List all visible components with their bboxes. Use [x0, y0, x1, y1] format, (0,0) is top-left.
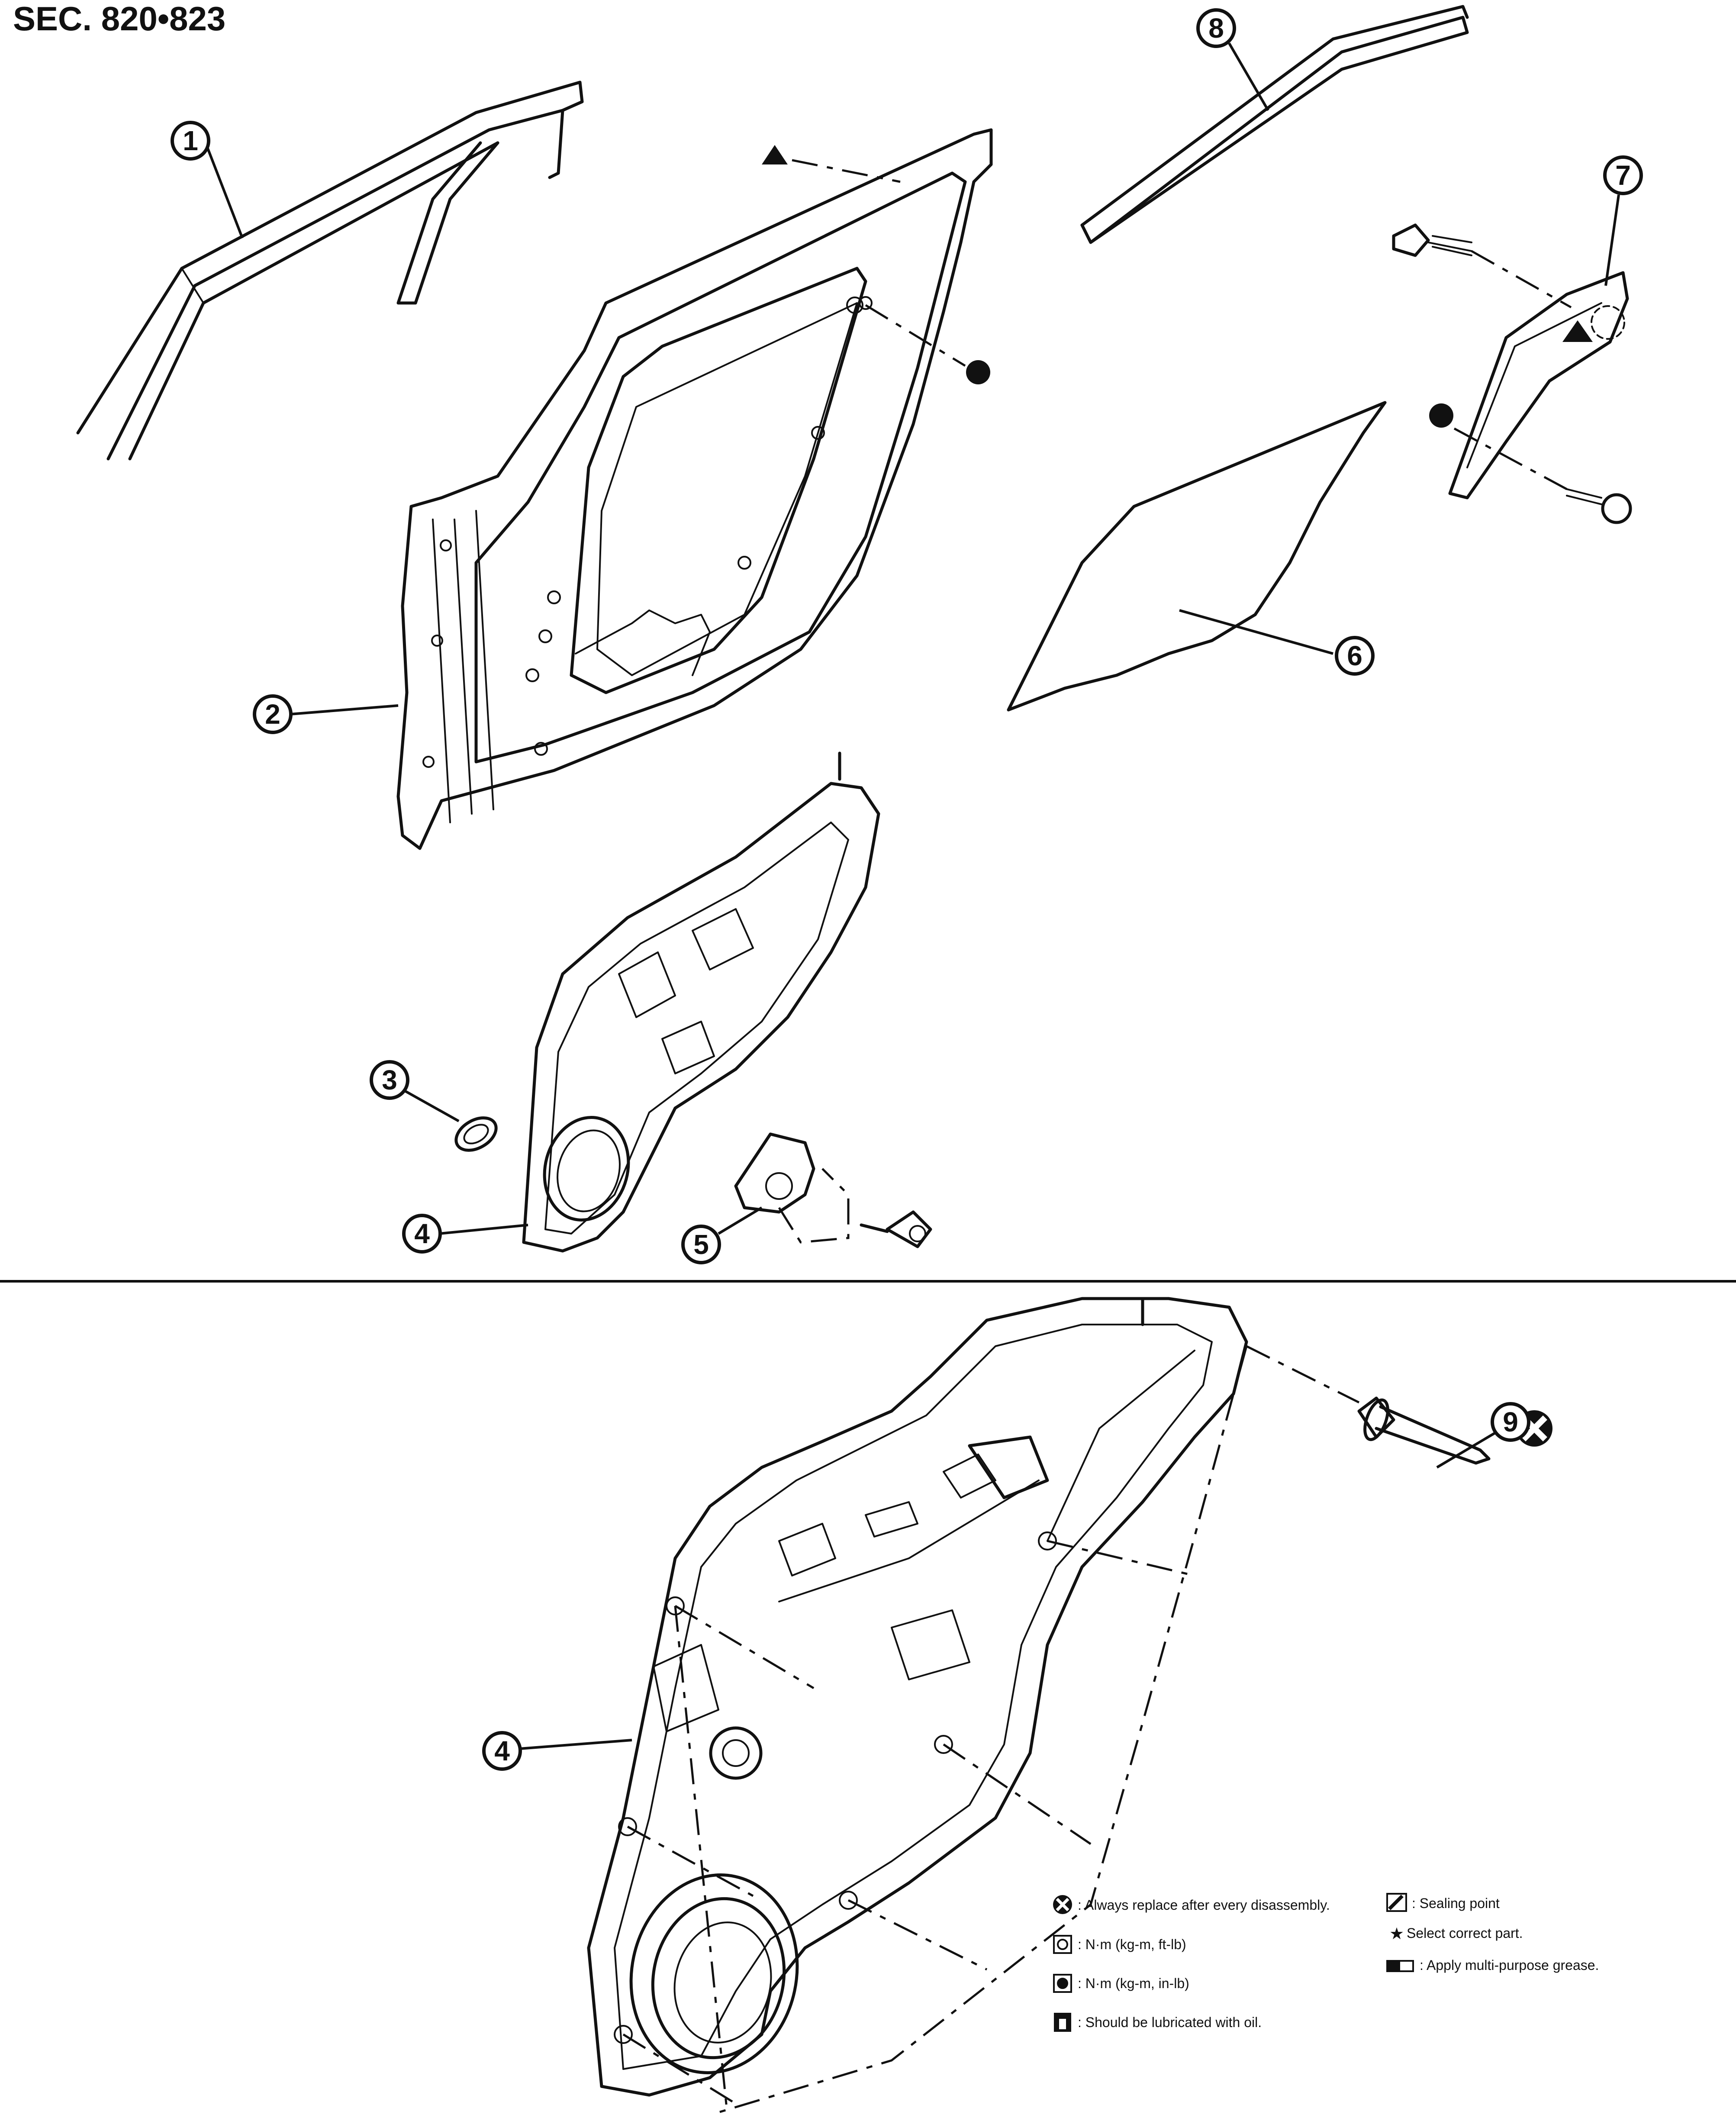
legend-always-replace: : Always replace after every disassembly… — [1078, 1897, 1330, 1913]
legend-lubricate-oil: : Should be lubricated with oil. — [1078, 2015, 1262, 2030]
star-icon: ★ — [1389, 1924, 1404, 1943]
part-2-door-panel — [396, 128, 993, 850]
dot-marker-2 — [1429, 403, 1453, 428]
legend-select-part: Select correct part. — [1407, 1925, 1523, 1941]
callout-8: 8 — [1196, 8, 1269, 111]
legend-torque-ft-lb: : N·m (kg-m, ft-lb) — [1078, 1937, 1186, 1952]
dot-marker-1 — [966, 360, 990, 384]
triangle-marker-1 — [762, 145, 788, 164]
part-9-rivet — [1357, 1396, 1491, 1465]
svg-text:1: 1 — [183, 125, 198, 156]
svg-text:7: 7 — [1615, 160, 1631, 191]
torque-wrench-icon — [1053, 1974, 1072, 1993]
svg-text:9: 9 — [1503, 1406, 1518, 1438]
oil-can-icon — [1054, 2013, 1071, 2032]
legend-torque-in-lb: : N·m (kg-m, in-lb) — [1078, 1976, 1189, 1991]
callout-4-top: 4 — [402, 1214, 528, 1254]
legend-apply-grease: : Apply multi-purpose grease. — [1420, 1957, 1599, 1973]
svg-text:8: 8 — [1208, 13, 1224, 44]
callout-1: 1 — [171, 121, 244, 239]
triangle-marker-2 — [1562, 320, 1593, 342]
callout-7: 7 — [1603, 155, 1643, 286]
svg-text:4: 4 — [494, 1735, 510, 1766]
torque-wrench-icon — [1053, 1935, 1072, 1954]
part-8-outer-molding — [1080, 5, 1469, 244]
svg-text:2: 2 — [265, 699, 280, 730]
projection-lines — [622, 1345, 1360, 2114]
callout-9: 9 — [1436, 1402, 1530, 1469]
callout-4-bottom: 4 — [482, 1731, 632, 1771]
callout-3: 3 — [370, 1060, 460, 1122]
svg-text:3: 3 — [382, 1064, 397, 1096]
section-label: SEC. 820•823 — [13, 0, 225, 38]
svg-text:4: 4 — [414, 1218, 430, 1249]
callout-2: 2 — [253, 694, 399, 734]
part-1-sash-molding — [76, 81, 584, 461]
part-4-regulator-top — [522, 751, 880, 1253]
callout-6: 6 — [1179, 609, 1375, 676]
legend-sealing-point: : Sealing point — [1412, 1895, 1500, 1911]
grease-gun-icon — [1386, 1960, 1414, 1972]
x-circle-icon — [1053, 1895, 1072, 1914]
part-3-grommet — [454, 1116, 498, 1152]
legend: : Always replace after every disassembly… — [1053, 1893, 1599, 2032]
svg-text:6: 6 — [1347, 640, 1362, 671]
part-7-sash-bracket — [1392, 223, 1632, 524]
svg-text:5: 5 — [693, 1229, 709, 1260]
part-6-window-glass — [1007, 401, 1387, 712]
sealant-tube-icon — [1386, 1893, 1407, 1912]
part-5-motor — [734, 1132, 932, 1248]
callout-5: 5 — [681, 1206, 763, 1264]
